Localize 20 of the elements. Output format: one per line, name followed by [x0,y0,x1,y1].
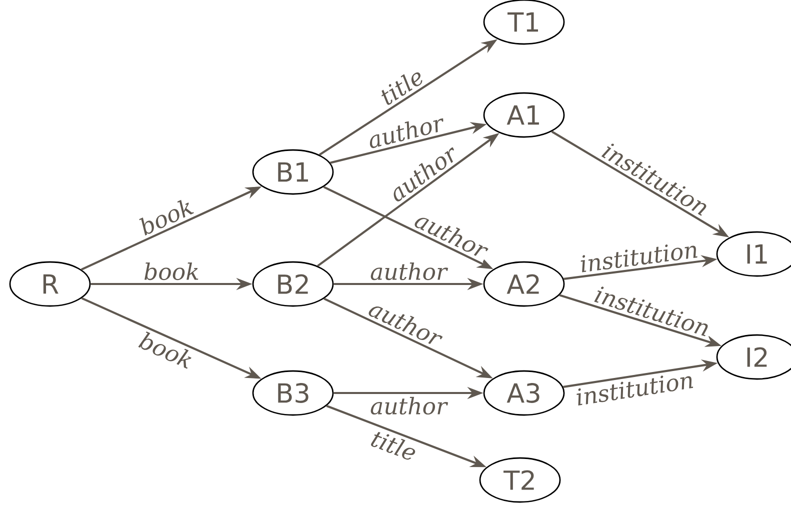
ellipse-node: A1 [483,92,565,138]
ellipse-node: R [9,261,91,307]
edge-label: title [374,64,428,109]
ellipse-node: T2 [479,457,561,503]
edge-label: author [364,111,448,152]
edge-label: book [134,194,198,239]
ellipse-node: A3 [483,370,565,416]
edge-label: author [364,296,446,350]
edge-label: author [368,260,449,282]
edge-label: book [134,328,198,372]
edge-label: book [142,260,202,282]
edge-label: institution [572,368,697,408]
edge-label: author [368,395,449,416]
ellipse-node: B2 [252,261,334,307]
ellipse-node: B1 [252,149,334,195]
ellipse-node: B3 [252,370,334,416]
edge-label: title [366,426,422,464]
edge-label: institution [576,238,702,275]
edge-label: author [410,208,492,262]
ellipse-node: A2 [483,261,565,307]
